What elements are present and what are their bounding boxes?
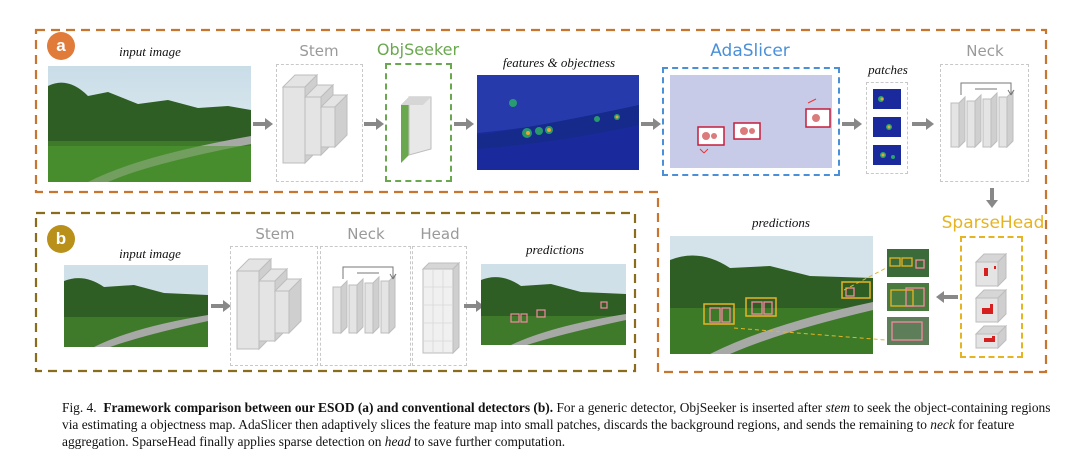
head-patches: [886, 248, 930, 348]
sparsehead-label: SparseHead: [941, 213, 1045, 233]
a-input-image-label: input image: [119, 44, 181, 59]
a-arrow-4: [641, 118, 661, 130]
caption-fig-label: Fig. 4.: [62, 400, 97, 415]
b-predictions-label: predictions: [525, 242, 584, 257]
a-arrow-left: [936, 291, 958, 303]
a-predictions-label: predictions: [751, 215, 810, 230]
adaslicer-box: [662, 67, 840, 176]
panel-a-frame: [34, 28, 1048, 374]
objseeker-label: ObjSeeker: [376, 40, 460, 59]
predictions-guide-lines: [733, 267, 887, 341]
panel-a-badge: a: [47, 32, 75, 60]
panel-b-badge: b: [47, 225, 75, 253]
caption-text-2: to seek the object-containing regions vi…: [62, 400, 1051, 432]
b-input-image: [64, 265, 208, 347]
objseeker-box: [385, 63, 452, 182]
features-objectness-label: features & objectness: [502, 55, 616, 70]
patches-box: [866, 82, 908, 174]
b-head-label: Head: [420, 225, 460, 243]
caption-text-1: For a generic detector, ObjSeeker is ins…: [553, 400, 826, 415]
a-predictions-image: [670, 236, 873, 354]
b-arrow-1: [211, 300, 231, 312]
b-head-box: [412, 246, 467, 366]
b-arrow-2: [464, 300, 484, 312]
features-objectness-map: [477, 75, 639, 170]
b-predictions-image: [481, 264, 626, 345]
b-input-image-label: input image: [119, 246, 181, 261]
panel-b-frame: [34, 211, 637, 373]
a-arrow-6: [912, 118, 934, 130]
b-neck-box: [320, 246, 411, 366]
caption-bold-title: Framework comparison between our ESOD (a…: [103, 400, 554, 415]
b-neck-label: Neck: [347, 225, 385, 243]
caption-emph-neck: neck: [930, 417, 955, 432]
a-neck-box: [940, 64, 1029, 182]
sparsehead-box: [960, 236, 1023, 358]
b-stem-label: Stem: [255, 225, 295, 243]
patches-label: patches: [868, 62, 908, 77]
caption-emph-stem: stem: [825, 400, 851, 415]
figure-caption: Fig. 4. Framework comparison between our…: [62, 399, 1062, 450]
a-stem-box: [276, 64, 363, 182]
a-arrow-3: [454, 118, 474, 130]
a-input-image: [48, 66, 251, 182]
caption-emph-head: head: [384, 434, 411, 449]
b-stem-box: [230, 246, 318, 366]
a-arrow-down: [986, 188, 998, 208]
a-arrow-2: [364, 118, 384, 130]
adaslicer-label: AdaSlicer: [710, 41, 790, 61]
a-arrow-1: [253, 118, 273, 130]
a-neck-label: Neck: [966, 42, 1004, 60]
caption-text-4: to save further computation.: [410, 434, 566, 449]
caption-text-3: for feature aggregation. SparseHead fina…: [62, 417, 1015, 449]
a-arrow-5: [842, 118, 862, 130]
a-stem-label: Stem: [299, 42, 339, 60]
